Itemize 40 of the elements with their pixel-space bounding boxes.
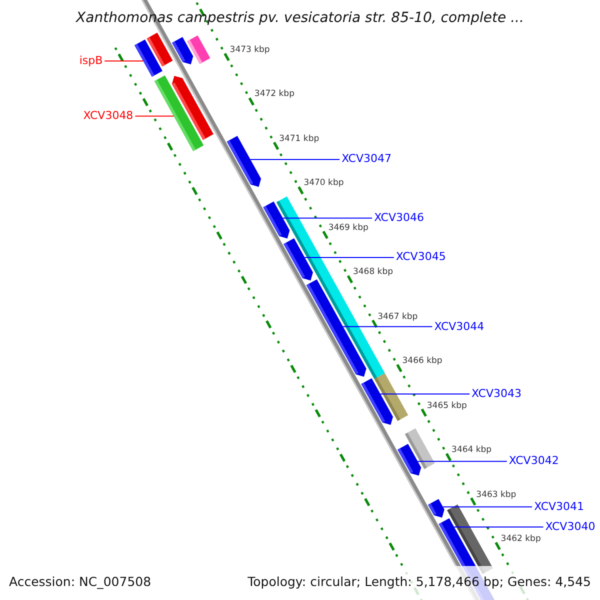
gene-feature: [146, 32, 173, 66]
gene-feature: [374, 373, 408, 421]
gene-feature: [226, 136, 262, 187]
leader-line: [342, 326, 433, 328]
tick-label: 3466 kbp: [402, 356, 442, 368]
leader-line: [454, 526, 544, 528]
gene-label: XCV3045: [396, 250, 446, 264]
gene-label: XCV3040: [545, 520, 596, 534]
gene-feature: [172, 76, 214, 140]
gene-feature: [428, 498, 444, 518]
tick-label: 3465 kbp: [426, 400, 467, 412]
tick-label: 3464 kbp: [452, 445, 492, 456]
gene-feature: [187, 35, 210, 64]
tick-label: 3463 kbp: [476, 490, 516, 501]
gene-label: XCV3047: [342, 152, 392, 166]
leader-line: [104, 60, 144, 62]
gene-feature: [404, 428, 435, 470]
tick-label: 3469 kbp: [328, 222, 368, 234]
gene-label: XCV3048: [83, 109, 134, 124]
leader-line: [304, 256, 394, 258]
tick-label: 3467 kbp: [378, 312, 418, 323]
gene-label: XCV3044: [434, 320, 484, 334]
tick-label: 3471 kbp: [279, 134, 320, 145]
tick-label: 3468 kbp: [352, 267, 394, 278]
gene-label: XCV3043: [472, 386, 522, 401]
tick-label: 3470 kbp: [304, 178, 344, 190]
tick-label: 3472 kbp: [254, 89, 294, 100]
gene-label: XCV3041: [534, 500, 584, 514]
accession-text: Accession: NC_007508: [9, 574, 152, 590]
gene-label: XCV3046: [374, 211, 424, 226]
leader-line: [442, 506, 533, 508]
tick-label: 3473 kbp: [230, 45, 270, 56]
tick-label: 3462 kbp: [500, 534, 541, 545]
leader-line: [134, 116, 174, 117]
leader-line: [282, 218, 373, 219]
gene-label: XCV3042: [508, 454, 559, 468]
summary-text: Topology: circular; Length: 5,178,466 bp; Genes: 4,545: [248, 574, 591, 590]
leader-line: [380, 393, 470, 394]
map-title: Xanthomonas campestris pv. vesicatoria str. 85-10, complete ...: [74, 9, 525, 28]
gene-label: ispB: [79, 54, 103, 68]
